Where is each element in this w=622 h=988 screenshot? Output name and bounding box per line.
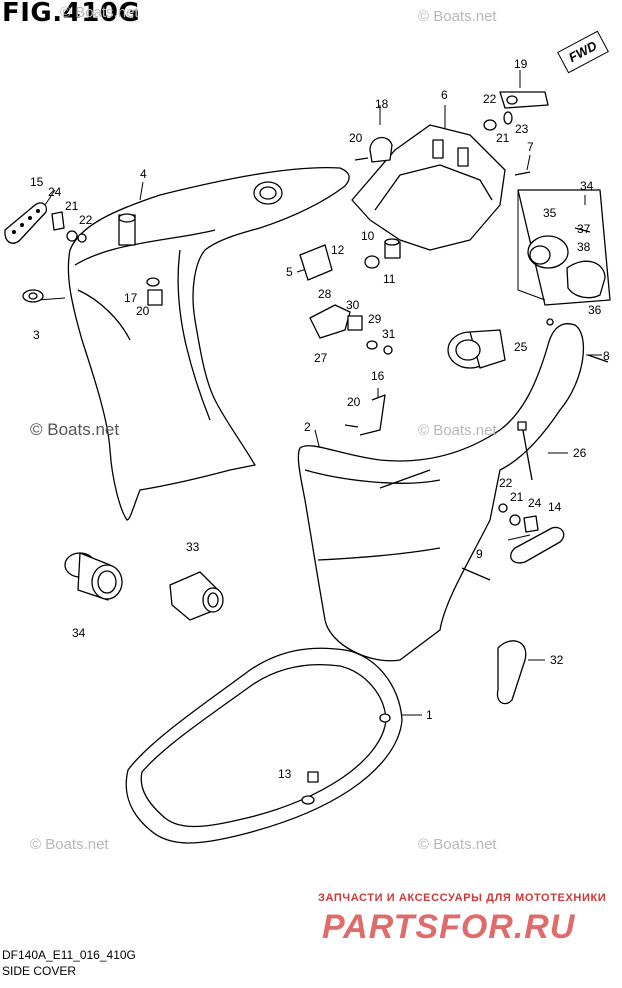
part-25-grommet: [447, 329, 506, 369]
callout-15: 15: [30, 175, 44, 189]
watermark-mid-right: © Boats.net: [418, 422, 497, 439]
callout-8: 8: [603, 349, 610, 363]
part-5-bracket: [299, 244, 333, 281]
callout-3: 3: [33, 328, 40, 342]
callout-20-left: 20: [136, 304, 150, 318]
callout-35: 35: [543, 206, 557, 220]
watermark-bottom-left: © Boats.net: [30, 836, 109, 853]
callout-32: 32: [550, 653, 564, 667]
callout-4: 4: [140, 167, 147, 181]
callout-24-right: 24: [528, 496, 542, 510]
figure-subtitle: SIDE COVER: [2, 964, 77, 978]
part-34-box: [517, 189, 611, 306]
callout-22-top: 22: [483, 92, 497, 106]
callout-24-left: 24: [48, 185, 62, 199]
callout-25: 25: [514, 340, 528, 354]
callout-11: 11: [383, 272, 396, 286]
callout-34-sleeve: 34: [72, 626, 86, 640]
part-14-grip: [510, 526, 565, 564]
watermark-mid-left: © Boats.net: [30, 420, 120, 439]
part-4-side-cover-left: [67, 166, 350, 521]
callout-13: 13: [278, 767, 292, 781]
promo-text: ЗАПЧАСТИ И АКСЕССУАРЫ ДЛЯ МОТОТЕХНИКИ: [318, 892, 607, 904]
part-32-clip: [496, 640, 527, 705]
callout-22-left: 22: [79, 213, 93, 227]
callout-36: 36: [588, 303, 602, 317]
part-34-sleeve: [64, 552, 123, 601]
callout-37: 37: [577, 222, 591, 236]
part-35-grommet: [527, 235, 569, 269]
callout-18: 18: [375, 97, 389, 111]
callout-30: 30: [346, 298, 360, 312]
part-1-seal-frame: [125, 647, 403, 844]
callout-27: 27: [314, 351, 328, 365]
callout-1: 1: [426, 708, 433, 722]
callout-26: 26: [573, 446, 587, 460]
callout-22-right: 22: [499, 476, 513, 490]
callout-28: 28: [318, 287, 332, 301]
callout-21-right: 21: [510, 490, 524, 504]
watermark-top-right: © Boats.net: [418, 8, 497, 25]
model-code: DF140A_E11_016_410G: [2, 948, 136, 962]
watermark-bottom-right: © Boats.net: [418, 836, 497, 853]
callout-9: 9: [476, 547, 483, 561]
callout-5: 5: [286, 265, 293, 279]
callout-21-top: 21: [496, 131, 510, 145]
callout-6: 6: [441, 88, 448, 102]
callout-19: 19: [514, 57, 528, 71]
callout-29: 29: [368, 312, 382, 326]
callout-21-left: 21: [65, 199, 79, 213]
watermark-top-left: © Boats.net: [60, 4, 139, 21]
callout-14: 14: [548, 500, 562, 514]
callout-16: 16: [371, 369, 385, 383]
callout-17: 17: [124, 291, 138, 305]
part-36-clamp: [566, 260, 606, 299]
callout-20-top: 20: [349, 131, 363, 145]
callout-2: 2: [304, 420, 311, 434]
callout-10: 10: [361, 229, 375, 243]
callout-38: 38: [577, 240, 591, 254]
callout-31: 31: [382, 327, 396, 341]
callout-7: 7: [527, 140, 534, 154]
part-15-grip: [4, 202, 48, 244]
callout-23: 23: [515, 122, 529, 136]
callout-34-box: 34: [580, 179, 594, 193]
part-33-grommet: [169, 571, 224, 621]
callout-12: 12: [331, 243, 345, 257]
callout-33: 33: [186, 540, 200, 554]
figure-title: FIG.410G: [2, 0, 141, 28]
part-2-side-cover-right: [297, 323, 585, 662]
promo-brand-logo: PARTSFOR.RU: [322, 908, 576, 946]
callout-20-mid: 20: [347, 395, 361, 409]
